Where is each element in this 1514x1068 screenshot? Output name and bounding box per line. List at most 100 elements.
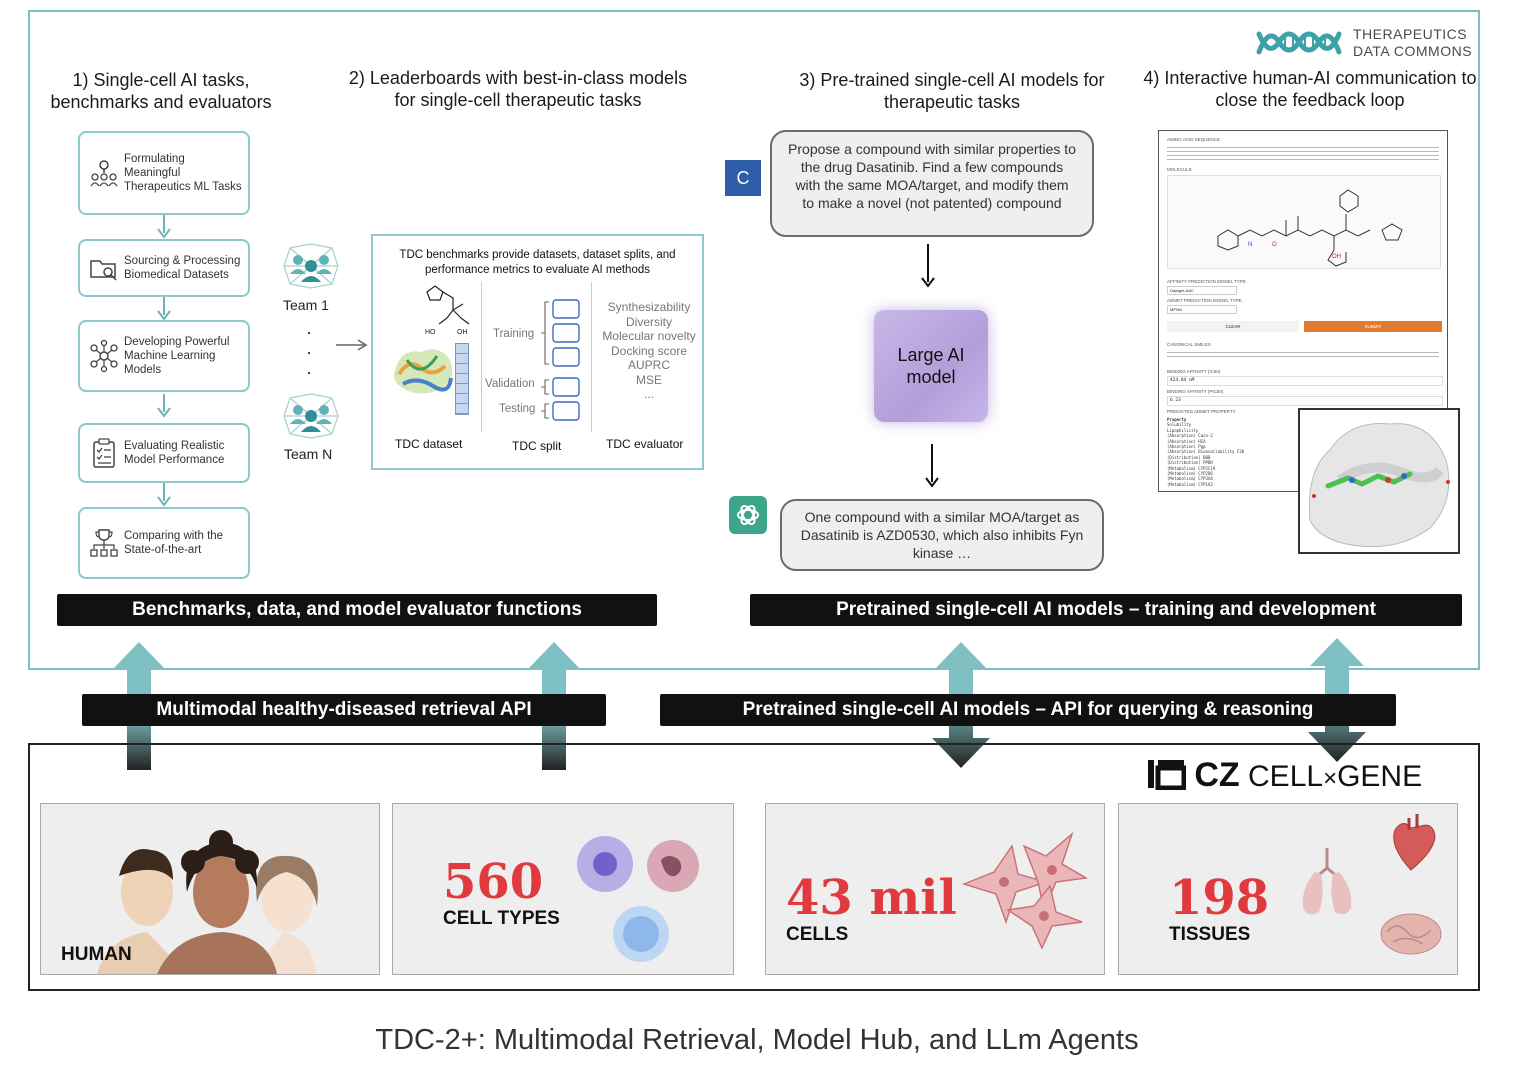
ui-label: ADMET PREDICTION MODEL TYPE bbox=[1167, 298, 1242, 303]
team-first-label: Team 1 bbox=[283, 297, 329, 313]
ui-label: BINDING AFFINITY (IC50) bbox=[1167, 369, 1221, 374]
figure-caption: TDC-2+: Multimodal Retrieval, Model Hub,… bbox=[375, 1024, 1139, 1056]
response-bubble: One compound with a similar MOA/target a… bbox=[780, 499, 1104, 571]
heart-icon bbox=[1393, 814, 1436, 871]
property-row: (Distribution) BBB bbox=[1167, 454, 1211, 460]
property-row: (Absorption) Bioavailability F20 bbox=[1167, 449, 1245, 455]
ui-label: BINDING AFFINITY (PIC50) bbox=[1167, 389, 1224, 394]
down-arrow-icon bbox=[157, 215, 171, 239]
step-formulating-tasks: Formulating Meaningful Therapeutics ML T… bbox=[78, 131, 250, 215]
step-label: Comparing with the State-of-the-art bbox=[124, 530, 224, 556]
evaluator-item: Docking score bbox=[610, 343, 688, 358]
property-row: (Metabolism) CYP2C19 bbox=[1167, 465, 1216, 471]
protein-pocket-render bbox=[1298, 408, 1460, 554]
property-row: Solubility bbox=[1167, 422, 1192, 428]
stat-card-cell-types: 560 CELL TYPES bbox=[392, 803, 734, 975]
cell-text: CELL bbox=[1248, 760, 1324, 793]
cells-number: 43 mil bbox=[786, 870, 957, 926]
folder-search-icon bbox=[90, 260, 117, 281]
admet-property-table: Property Solubility Lipophilicity (Absor… bbox=[1167, 417, 1297, 487]
tissues-number: 198 bbox=[1169, 870, 1270, 926]
benchmark-title: TDC benchmarks provide datasets, dataset… bbox=[399, 249, 676, 276]
ellipsis-dot: · bbox=[306, 322, 312, 342]
ellipsis-dot: · bbox=[306, 342, 312, 362]
down-arrow-icon bbox=[157, 297, 171, 321]
times-symbol: × bbox=[1323, 765, 1338, 792]
human-label: HUMAN bbox=[61, 944, 132, 965]
svg-text:HO: HO bbox=[425, 329, 436, 336]
step-comparing-sota: Comparing with the State-of-the-art bbox=[78, 507, 250, 579]
bar-query-api: Pretrained single-cell AI models – API f… bbox=[660, 694, 1396, 726]
clear-button[interactable]: CLEAR bbox=[1167, 321, 1299, 332]
protein-structure-icon bbox=[394, 349, 453, 394]
sequence-text-block bbox=[1167, 144, 1439, 162]
ui-label: MOLECULE bbox=[1167, 167, 1192, 172]
column-title-interactive: 4) Interactive human-AI communication to… bbox=[1143, 68, 1477, 110]
evaluator-item: Diversity bbox=[625, 314, 672, 329]
down-arrow-icon bbox=[921, 244, 935, 288]
tdc-logo: THERAPEUTICS DATA COMMONS bbox=[1255, 22, 1480, 64]
column-title-tasks: 1) Single-cell AI tasks, benchmarks and … bbox=[50, 70, 272, 112]
admet-model-select[interactable]: MPNN bbox=[1167, 305, 1237, 314]
svg-text:OH: OH bbox=[1332, 254, 1341, 260]
svg-text:O: O bbox=[1272, 242, 1277, 248]
svg-text:OH: OH bbox=[457, 329, 468, 336]
column-title-leaderboards: 2) Leaderboards with best-in-class model… bbox=[348, 68, 688, 110]
logo-line1: THERAPEUTICS bbox=[1353, 26, 1468, 42]
cell-types-number: 560 bbox=[443, 854, 544, 910]
stat-card-human: HUMAN bbox=[40, 803, 380, 975]
dna-helix-icon bbox=[1256, 31, 1342, 55]
prompt-bubble: Propose a compound with similar properti… bbox=[770, 130, 1094, 237]
affinity-model-select[interactable]: Daylight-AAC bbox=[1167, 286, 1237, 295]
property-row: (Metabolism) CYP2D6 bbox=[1167, 471, 1213, 477]
down-arrow-icon bbox=[925, 444, 939, 488]
evaluator-item: MSE bbox=[635, 372, 662, 387]
openai-knot-icon bbox=[737, 504, 759, 526]
bottom-panel-frame bbox=[28, 743, 1480, 991]
benchmark-panel: TDC benchmarks provide datasets, dataset… bbox=[371, 234, 704, 470]
evaluator-list: Synthesizability Diversity Molecular nov… bbox=[595, 300, 703, 402]
step-label: Sourcing & Processing Biomedical Dataset… bbox=[124, 255, 241, 281]
step-evaluating-performance: Evaluating Realistic Model Performance bbox=[78, 423, 250, 483]
split-testing-label: Testing bbox=[499, 403, 536, 415]
evaluator-item: AUPRC bbox=[627, 358, 670, 372]
team-network-icon bbox=[283, 243, 339, 289]
property-row: (Absorption) HIA bbox=[1167, 438, 1206, 444]
smiles-text-block bbox=[1167, 349, 1439, 359]
down-arrow-icon bbox=[157, 483, 171, 507]
right-arrow-icon bbox=[336, 339, 368, 351]
stat-card-tissues: 198 TISSUES bbox=[1118, 803, 1458, 975]
step-label: Formulating Meaningful Therapeutics ML T… bbox=[124, 153, 242, 193]
evaluator-label: TDC evaluator bbox=[606, 437, 684, 451]
dataset-label: TDC dataset bbox=[395, 437, 463, 451]
lungs-icon bbox=[1302, 848, 1352, 915]
bar-pretrained-training: Pretrained single-cell AI models – train… bbox=[750, 594, 1462, 626]
neural-network-icon bbox=[90, 340, 118, 372]
gene-text: GENE bbox=[1337, 760, 1423, 793]
molecule-structure-icon: HO OH bbox=[425, 285, 470, 336]
prompt-text: Propose a compound with similar properti… bbox=[788, 141, 1076, 211]
evaluator-item: Molecular novelty bbox=[602, 329, 696, 343]
clipboard-checklist-icon bbox=[93, 438, 115, 468]
step-label: Evaluating Realistic Model Performance bbox=[124, 440, 225, 466]
divider bbox=[481, 282, 482, 432]
bar-retrieval-api: Multimodal healthy-diseased retrieval AP… bbox=[82, 694, 606, 726]
submit-button[interactable]: SUBMIT bbox=[1304, 321, 1442, 332]
property-row: (Absorption) Pgp bbox=[1167, 444, 1206, 450]
stat-card-cells: 43 mil CELLS bbox=[765, 803, 1105, 975]
ic50-value: 424.84 nM bbox=[1167, 376, 1443, 386]
pic50-value: 6.23 bbox=[1167, 396, 1443, 406]
large-ai-model-block: Large AI model bbox=[874, 310, 988, 422]
human-faces-icon bbox=[97, 830, 318, 974]
step-developing-models: Developing Powerful Machine Learning Mod… bbox=[78, 320, 250, 392]
split-training-label: Training bbox=[493, 328, 535, 340]
logo-line2: DATA COMMONS bbox=[1353, 43, 1473, 59]
property-row: (Absorption) Caco-2 bbox=[1167, 433, 1213, 439]
split-validation-label: Validation bbox=[485, 378, 535, 390]
evaluator-item: ... bbox=[643, 387, 654, 401]
map-pin-people-icon bbox=[90, 160, 118, 187]
step-label: Developing Powerful Machine Learning Mod… bbox=[124, 336, 230, 376]
top-panel-frame bbox=[28, 10, 1480, 670]
